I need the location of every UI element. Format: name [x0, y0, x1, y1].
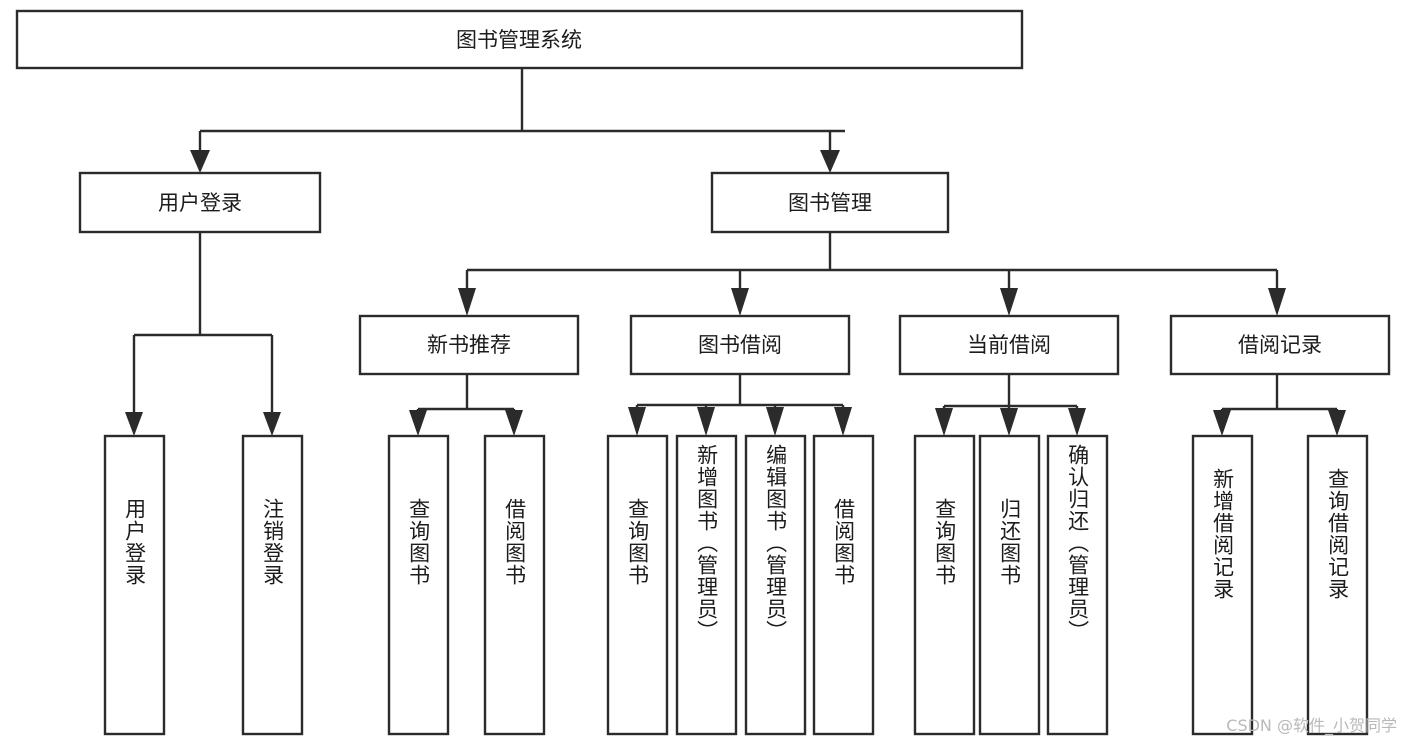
leaf-add-record-box[interactable]: [1191, 434, 1254, 736]
node-book-borrow-label: 图书借阅: [698, 333, 782, 357]
arrow-head-leaf-query-record: [1328, 410, 1346, 436]
leaf-confirm-return-box[interactable]: [1046, 434, 1109, 736]
arrow-head-borrow-record: [1268, 288, 1286, 316]
arrow-head-leaf-query-book-3: [935, 408, 953, 436]
node-book-management-box[interactable]: [710, 171, 950, 234]
arrow-head-leaf-query-book-2: [628, 407, 646, 436]
leaf-borrow-book-1-box[interactable]: [483, 434, 546, 736]
leaf-edit-book-box[interactable]: [744, 434, 807, 736]
connector-group-user-login-to-leaves: [125, 232, 281, 436]
arrow-head-user-login: [190, 150, 210, 173]
arrow-head-leaf-user-logout: [263, 412, 281, 436]
arrow-head-current-borrow: [1000, 288, 1018, 316]
node-user-login-box[interactable]: [78, 171, 322, 234]
node-current-borrow-box[interactable]: [898, 314, 1120, 376]
node-book-borrow[interactable]: 图书借阅: [629, 314, 851, 376]
arrow-head-book-borrow: [731, 288, 749, 316]
leaf-group-current-borrow: [913, 434, 1109, 736]
connector-group-new-book-to-leaves: [409, 374, 523, 436]
node-new-book-recommend[interactable]: 新书推荐: [358, 314, 580, 376]
connector-group-borrow-record-to-leaves: [1213, 374, 1346, 436]
leaf-group-book-borrow: [606, 434, 875, 736]
node-borrow-record-label: 借阅记录: [1238, 333, 1322, 357]
leaf-query-record-box[interactable]: [1306, 434, 1369, 736]
leaf-query-book-1-box[interactable]: [387, 434, 450, 736]
leaf-user-logout-box[interactable]: [241, 434, 304, 736]
node-user-login-label: 用户登录: [158, 191, 242, 215]
leaf-add-book-box[interactable]: [675, 434, 738, 736]
node-book-management-label: 图书管理: [788, 191, 872, 215]
arrow-head-leaf-add-book: [697, 407, 715, 436]
node-borrow-record[interactable]: 借阅记录: [1169, 314, 1391, 376]
leaf-user-login-box[interactable]: [103, 434, 166, 736]
node-root-label: 图书管理系统: [456, 28, 582, 52]
connector-group-current-borrow-to-leaves: [935, 374, 1086, 436]
arrow-head-leaf-return-book: [1000, 408, 1018, 436]
leaf-group-user-login: [103, 434, 304, 736]
leaf-borrow-book-2-box[interactable]: [812, 434, 875, 736]
node-current-borrow-label: 当前借阅: [967, 333, 1051, 357]
node-book-borrow-box[interactable]: [629, 314, 851, 376]
connector-group-book-management-to-level3: [458, 232, 1286, 316]
node-new-book-recommend-box[interactable]: [358, 314, 580, 376]
node-root[interactable]: 图书管理系统: [15, 9, 1024, 70]
leaf-query-book-3-box[interactable]: [913, 434, 976, 736]
arrow-head-leaf-borrow-book-2: [834, 407, 852, 436]
arrow-head-book-management: [820, 150, 840, 173]
node-borrow-record-box[interactable]: [1169, 314, 1391, 376]
connector-group-book-borrow-to-leaves: [628, 374, 852, 436]
node-new-book-recommend-label: 新书推荐: [427, 333, 511, 357]
arrow-head-leaf-borrow-book-1: [505, 410, 523, 436]
arrow-head-leaf-add-record: [1213, 410, 1231, 436]
connector-group-root-to-level2: [190, 68, 845, 173]
arrow-head-leaf-query-book-1: [409, 410, 427, 436]
leaf-query-book-2-box[interactable]: [606, 434, 669, 736]
node-user-login[interactable]: 用户登录: [78, 171, 322, 234]
arrow-head-leaf-confirm-return: [1068, 408, 1086, 436]
arrow-head-leaf-user-login: [125, 412, 143, 436]
arrow-head-leaf-edit-book: [766, 407, 784, 436]
leaf-group-new-book-recommend: [387, 434, 546, 736]
node-root-box[interactable]: [15, 9, 1024, 70]
arrow-head-new-book-recommend: [458, 288, 476, 316]
node-current-borrow[interactable]: 当前借阅: [898, 314, 1120, 376]
node-book-management[interactable]: 图书管理: [710, 171, 950, 234]
leaf-group-borrow-record: [1191, 434, 1369, 736]
leaf-return-book-box[interactable]: [978, 434, 1041, 736]
csdn-watermark: CSDN @软件_小贺同学: [1226, 716, 1397, 736]
